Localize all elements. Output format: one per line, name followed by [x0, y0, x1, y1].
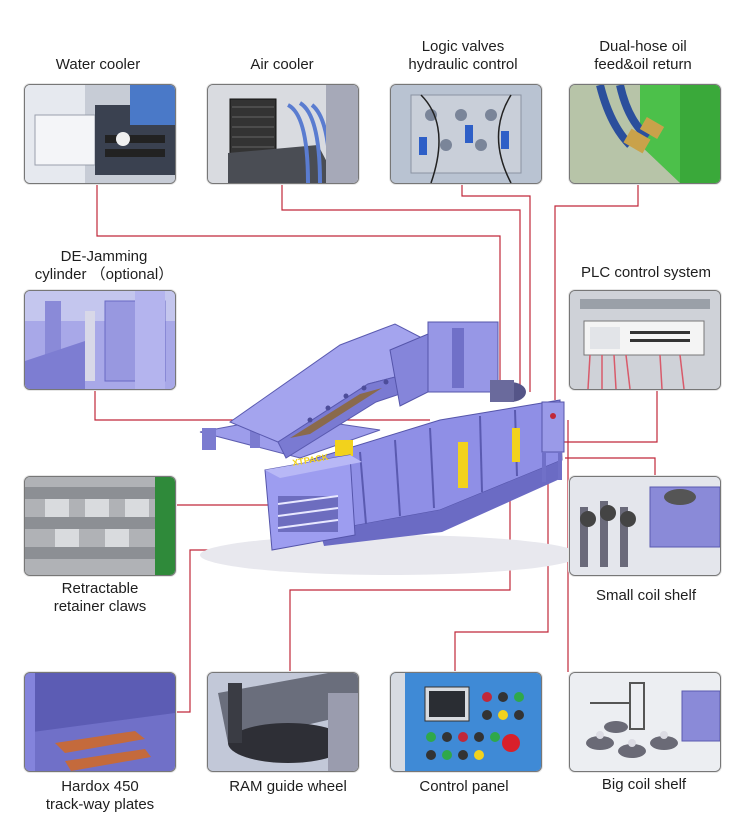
photo-ram-guide-wheel [207, 672, 359, 772]
label-retract-line1: Retractable [61, 580, 139, 597]
photo-logic-valves [390, 84, 542, 184]
leader-air-cooler [281, 184, 521, 390]
photo-plc-control [569, 290, 721, 390]
photo-small-coil-shelf [569, 476, 721, 576]
photo-control-panel [390, 672, 542, 772]
photo-hardox-plates [24, 672, 176, 772]
photo-dual-hose [569, 84, 721, 184]
label-retract: Retractable retainer claws [24, 580, 176, 616]
label-dejam-line2: cylinder （optional） [34, 266, 174, 283]
label-dejam: DE-Jamming cylinder （optional） [24, 248, 184, 284]
leader-ram [289, 458, 511, 672]
label-hardox-line1: Hardox 450 [61, 778, 139, 795]
label-plc: PLC control system [580, 264, 712, 281]
label-dual-hose-line2: feed&oil return [594, 56, 692, 73]
leader-dual-hose [554, 184, 639, 400]
photo-dejam-cylinder [24, 290, 176, 390]
label-small-coil: Small coil shelf [595, 587, 697, 604]
leader-small-coil [565, 457, 656, 476]
photo-big-coil-shelf [569, 672, 721, 772]
label-dejam-line1: DE-Jamming [60, 248, 148, 265]
label-air-cooler: Air cooler [250, 56, 314, 73]
photo-water-cooler [24, 84, 176, 184]
photo-air-cooler [207, 84, 359, 184]
label-dual-hose-line1: Dual-hose oil [599, 38, 687, 55]
label-hardox: Hardox 450 track-way plates [24, 778, 176, 814]
label-hardox-line2: track-way plates [45, 796, 155, 813]
leader-control-panel [454, 445, 549, 672]
label-water-cooler: Water cooler [55, 56, 141, 73]
leader-plc [562, 390, 658, 443]
leader-logic-valves [461, 184, 531, 392]
label-retract-line2: retainer claws [53, 598, 147, 615]
leader-water-cooler [96, 184, 501, 388]
label-dual-hose: Dual-hose oil feed&oil return [568, 38, 718, 74]
baler-machine-illustration: XTPACK [199, 321, 580, 575]
label-logic-valves: Logic valves hydraulic control [388, 38, 538, 74]
label-big-coil: Big coil shelf [601, 776, 687, 793]
label-logic-valves-line2: hydraulic control [408, 56, 518, 73]
label-logic-valves-line1: Logic valves [421, 38, 505, 55]
label-control-panel: Control panel [419, 778, 509, 795]
label-ram: RAM guide wheel [229, 778, 347, 795]
photo-retainer-claws [24, 476, 176, 576]
